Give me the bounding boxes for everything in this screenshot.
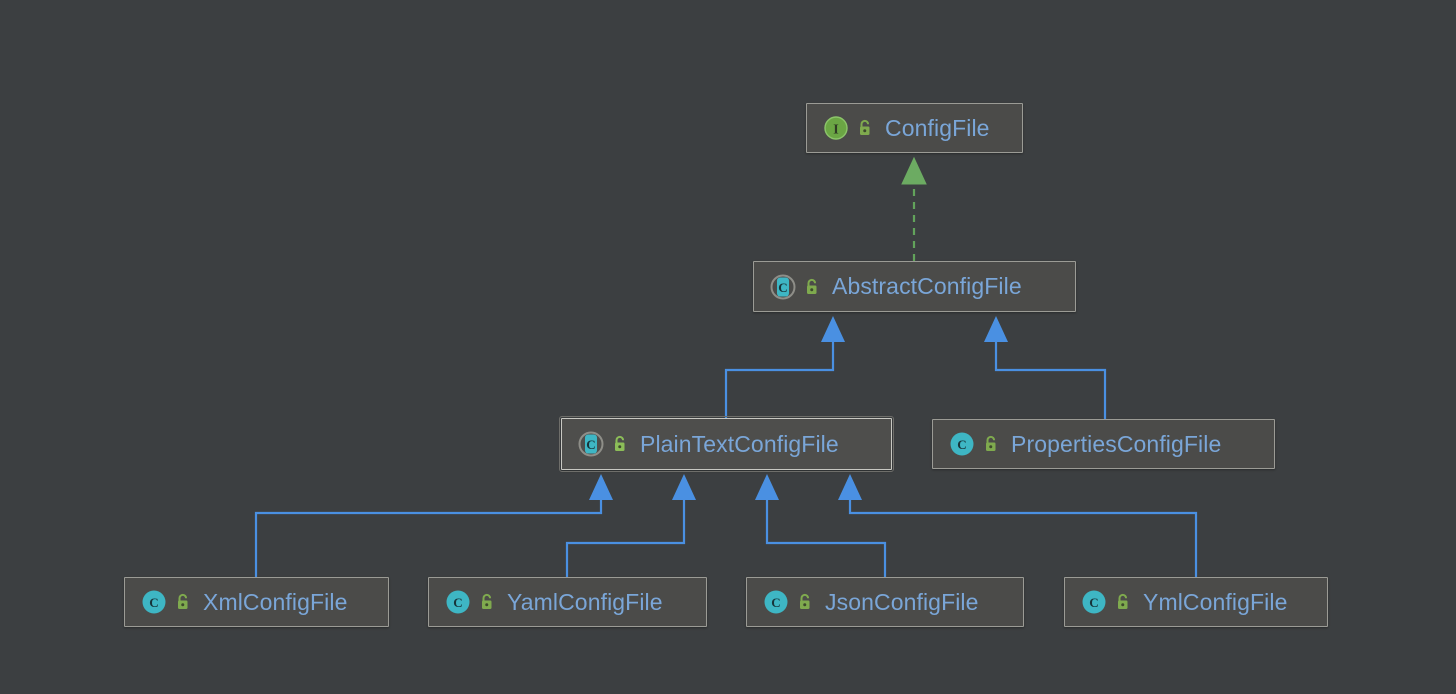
node-label: ConfigFile: [885, 114, 990, 141]
public-unlocked-icon: [981, 433, 1001, 455]
public-unlocked-icon: [477, 591, 497, 613]
edge-extend-plaintext-2: [565, 474, 696, 577]
edge-extend-plaintext-1: [254, 474, 613, 577]
public-unlocked-icon: [1113, 591, 1133, 613]
public-unlocked-icon: [610, 433, 630, 455]
public-unlocked-icon: [855, 117, 875, 139]
node-xml-config-file[interactable]: C XmlConfigFile: [124, 577, 389, 627]
class-icon: C: [1079, 587, 1109, 617]
svg-text:C: C: [453, 595, 462, 610]
edge-extend-abstract-2: [984, 316, 1107, 419]
node-label: PropertiesConfigFile: [1011, 430, 1222, 457]
node-label: AbstractConfigFile: [832, 273, 1022, 299]
svg-text:C: C: [957, 437, 966, 452]
class-icon: C: [947, 429, 977, 459]
svg-text:C: C: [778, 280, 787, 295]
public-unlocked-icon: [173, 591, 193, 613]
edge-extend-plaintext-3: [755, 474, 887, 577]
edge-extend-abstract-1: [724, 316, 845, 418]
node-plain-text-config-file[interactable]: C PlainTextConfigFile: [559, 416, 894, 472]
node-label: PlainTextConfigFile: [640, 430, 839, 457]
public-unlocked-icon: [795, 591, 815, 613]
public-unlocked-icon: [802, 276, 822, 298]
svg-text:C: C: [1089, 595, 1098, 610]
svg-text:I: I: [833, 123, 838, 138]
svg-text:C: C: [586, 437, 595, 452]
node-config-file[interactable]: I ConfigFile: [806, 103, 1023, 153]
svg-text:C: C: [771, 595, 780, 610]
node-label: JsonConfigFile: [825, 588, 979, 615]
node-label: YmlConfigFile: [1143, 588, 1288, 615]
node-abstract-config-file[interactable]: C AbstractConfigFile: [753, 261, 1076, 312]
node-label: YamlConfigFile: [507, 588, 663, 615]
node-yml-config-file[interactable]: C YmlConfigFile: [1064, 577, 1328, 627]
edge-realize-config-file: [901, 156, 927, 261]
class-icon: C: [139, 587, 169, 617]
node-properties-config-file[interactable]: C PropertiesConfigFile: [932, 419, 1275, 469]
edge-extend-plaintext-4: [838, 474, 1198, 577]
abstract-class-icon: C: [768, 272, 798, 302]
class-icon: C: [761, 587, 791, 617]
node-label: XmlConfigFile: [203, 588, 348, 615]
abstract-class-icon: C: [576, 429, 606, 459]
svg-text:C: C: [149, 595, 158, 610]
class-icon: C: [443, 587, 473, 617]
node-json-config-file[interactable]: C JsonConfigFile: [746, 577, 1024, 627]
interface-icon: I: [821, 113, 851, 143]
node-yaml-config-file[interactable]: C YamlConfigFile: [428, 577, 707, 627]
